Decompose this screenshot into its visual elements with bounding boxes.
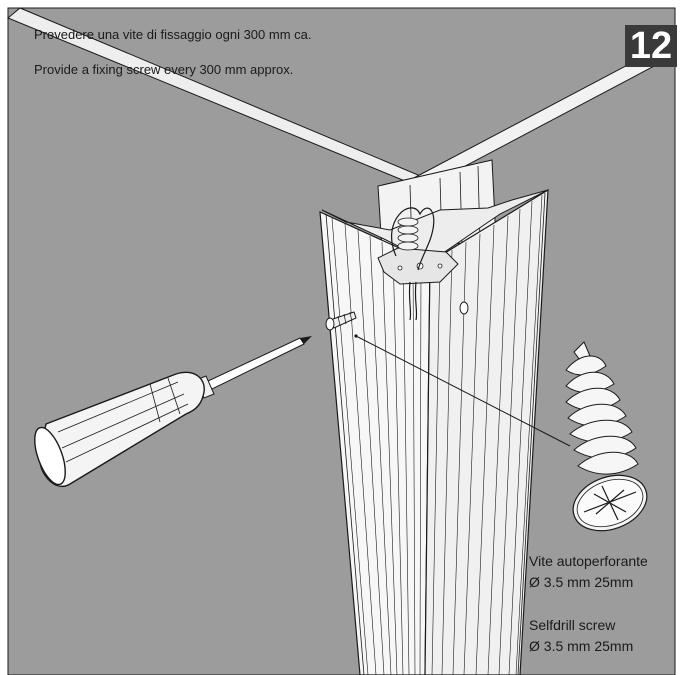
- screw-name-english: Selfdrill screw: [529, 617, 616, 633]
- screwdriver: [34, 336, 312, 487]
- screw-size-english: Ø 3.5 mm 25mm: [529, 638, 634, 654]
- screw-name-italian: Vite autoperforante: [529, 553, 648, 569]
- instruction-italian: Prevedere una vite di fissaggio ogni 300…: [34, 27, 312, 42]
- instruction-english: Provide a fixing screw every 300 mm appr…: [34, 62, 294, 77]
- screw-size-italian: Ø 3.5 mm 25mm: [529, 574, 634, 590]
- cable-coil: [397, 217, 419, 251]
- step-number-badge: 12: [625, 25, 677, 67]
- callout-leader-line: [355, 335, 571, 447]
- mounted-screw-right: [459, 301, 469, 315]
- wires: [390, 207, 435, 321]
- inserted-screw: [325, 311, 357, 331]
- screw-spec-italian: Vite autoperforante Ø 3.5 mm 25mm: [529, 551, 648, 593]
- screw-spec-english: Selfdrill screw Ø 3.5 mm 25mm: [529, 615, 633, 657]
- screw-detail: [565, 341, 648, 532]
